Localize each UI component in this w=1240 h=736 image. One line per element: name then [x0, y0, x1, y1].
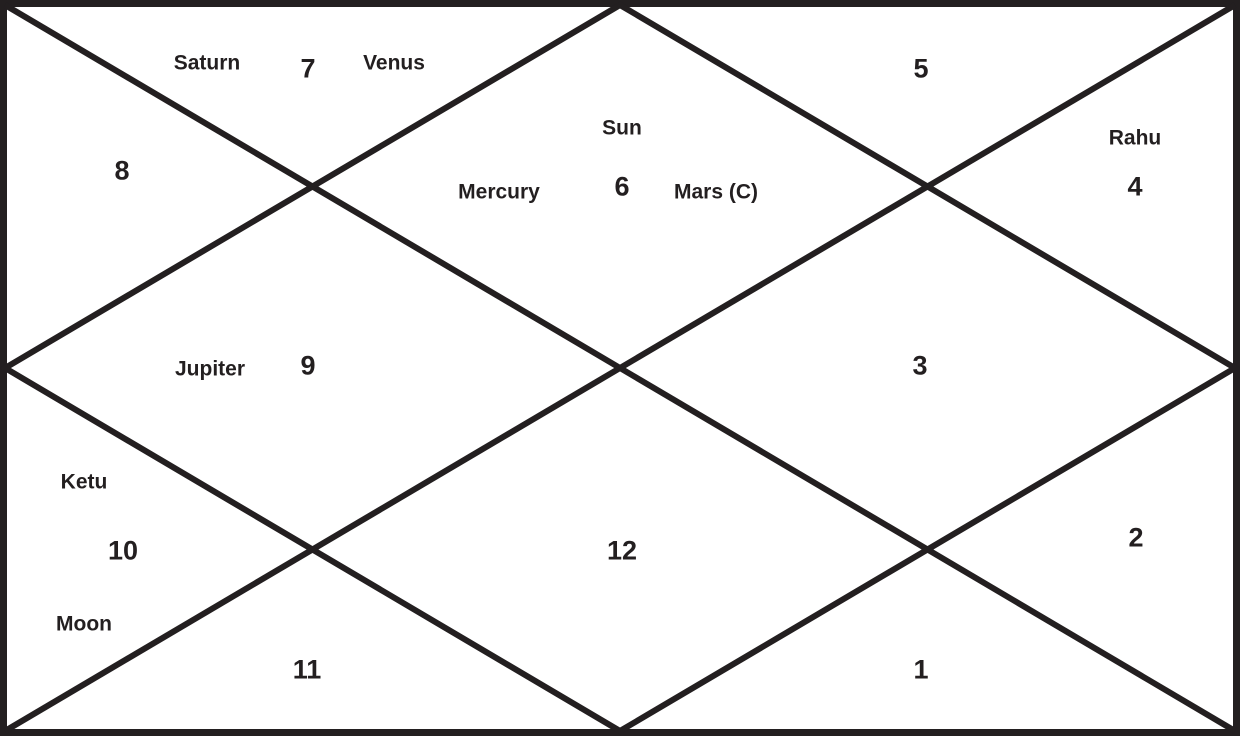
diagonal-line: [3, 2, 1237, 734]
planet-sun: Sun: [602, 116, 642, 140]
house-number-10: 10: [107, 535, 139, 566]
house-number-6: 6: [614, 171, 630, 202]
planet-mars: Mars (C): [673, 180, 759, 204]
house-number-12: 12: [606, 535, 638, 566]
house-number-5: 5: [913, 53, 929, 84]
planet-jupiter: Jupiter: [174, 357, 246, 381]
house-number-3: 3: [912, 350, 928, 381]
house-number-8: 8: [114, 155, 130, 186]
house-number-7: 7: [300, 53, 316, 84]
house-number-9: 9: [300, 350, 316, 381]
house-number-4: 4: [1127, 171, 1143, 202]
house-number-2: 2: [1128, 522, 1144, 553]
house-number-1: 1: [913, 654, 929, 685]
planet-ketu: Ketu: [60, 470, 108, 494]
planet-venus: Venus: [363, 51, 425, 75]
planet-rahu: Rahu: [1108, 126, 1162, 150]
house-number-11: 11: [292, 654, 322, 685]
planet-saturn: Saturn: [173, 51, 241, 75]
planet-mercury: Mercury: [458, 180, 540, 204]
planet-moon: Moon: [56, 612, 112, 636]
